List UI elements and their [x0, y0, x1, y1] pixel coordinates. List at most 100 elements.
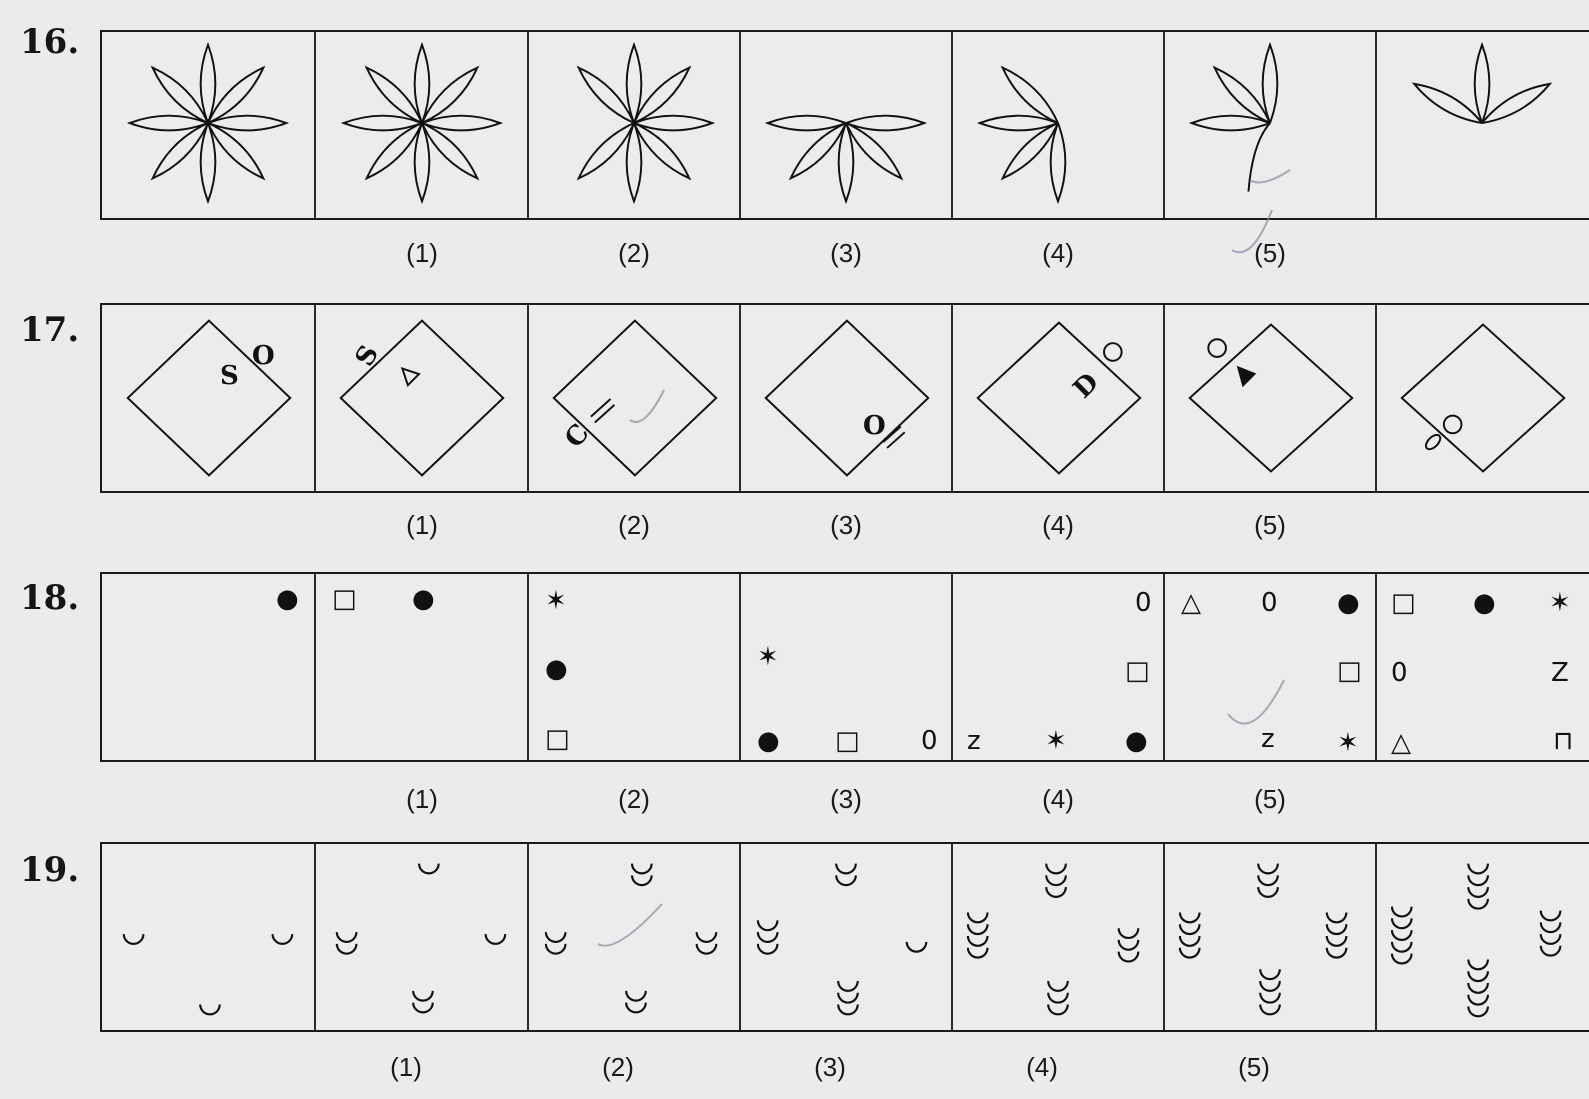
question-18-figure-strip: ● □ ● ✶ ● □ ✶ ● □ 0 0 □ z ✶ ● △ 0 ● □ z … — [100, 572, 1589, 762]
question-17-figure-strip: S O S C O D — [100, 303, 1589, 493]
square-icon: □ — [1391, 590, 1416, 616]
option-label: (4) — [1026, 1052, 1058, 1083]
q19-option-5[interactable] — [1163, 844, 1375, 1030]
option-label: (1) — [406, 510, 438, 541]
star-icon: ✶ — [545, 588, 567, 614]
q17-option-3[interactable]: O — [739, 305, 951, 491]
q17-option-1[interactable]: S — [314, 305, 527, 491]
circle-shape — [1444, 416, 1462, 434]
option-label: (5) — [1254, 510, 1286, 541]
square-icon: □ — [835, 728, 860, 754]
square-icon: □ — [1337, 658, 1362, 684]
q16-option-4[interactable] — [951, 32, 1163, 218]
q19-option-6[interactable] — [1375, 844, 1589, 1030]
leaf-shape — [1423, 432, 1442, 451]
flower-figure — [1165, 32, 1375, 218]
star-icon: ✶ — [1045, 728, 1067, 754]
filled-circle-icon: ● — [1125, 728, 1148, 754]
q16-problem-figure-1 — [102, 32, 314, 218]
filled-circle-icon: ● — [1337, 590, 1360, 616]
q16-option-5[interactable] — [1163, 32, 1375, 218]
option-label: (2) — [618, 238, 650, 269]
q16-option-2[interactable] — [527, 32, 739, 218]
zero-symbol: 0 — [1135, 590, 1152, 616]
q17-option-5[interactable] — [1163, 305, 1375, 491]
q19-option-3[interactable] — [739, 844, 951, 1030]
arc-cluster — [102, 844, 314, 1030]
option-label: (5) — [1238, 1052, 1270, 1083]
circle-shape — [1104, 343, 1122, 361]
q18-problem-figure-1: ● — [102, 574, 314, 760]
option-label: (2) — [618, 784, 650, 815]
z-symbol: z — [967, 728, 981, 754]
diamond-shape — [953, 305, 1163, 491]
letter-s: S — [220, 363, 239, 389]
diamond-shape — [102, 305, 314, 491]
star-icon: ✶ — [757, 644, 779, 670]
q18-option-5[interactable]: △ 0 ● □ z ✶ — [1163, 574, 1375, 760]
q17-option-6[interactable] — [1375, 305, 1589, 491]
flower-figure — [529, 32, 739, 218]
q16-option-3[interactable] — [739, 32, 951, 218]
q19-option-4[interactable] — [951, 844, 1163, 1030]
q18-option-1[interactable]: □ ● — [314, 574, 527, 760]
q17-problem-figure-1: S O — [102, 305, 314, 491]
q16-option-1[interactable] — [314, 32, 527, 218]
arc-cluster — [316, 844, 527, 1030]
option-label: (3) — [830, 238, 862, 269]
q18-option-3[interactable]: ✶ ● □ 0 — [739, 574, 951, 760]
question-number-17: 17. — [20, 310, 79, 350]
option-label: (4) — [1042, 510, 1074, 541]
q17-option-4[interactable]: D — [951, 305, 1163, 491]
flower-figure — [953, 32, 1163, 218]
z-symbol: Z — [1551, 660, 1569, 686]
arc-cluster — [1377, 844, 1589, 1030]
option-label: (1) — [406, 238, 438, 269]
star-icon: ✶ — [1549, 590, 1571, 616]
q16-option-6[interactable] — [1375, 32, 1589, 218]
filled-circle-icon: ● — [1473, 590, 1496, 616]
triangle-icon: △ — [1391, 730, 1411, 756]
question-16-figure-strip — [100, 30, 1589, 220]
q18-option-4[interactable]: 0 □ z ✶ ● — [951, 574, 1163, 760]
filled-triangle-icon — [1237, 366, 1257, 388]
q18-option-6[interactable]: □ ● ✶ 0 Z △ ⊓ — [1375, 574, 1589, 760]
zero-symbol: 0 — [921, 728, 938, 754]
filled-circle-icon: ● — [276, 586, 299, 612]
question-number-16: 16. — [20, 22, 79, 62]
q19-problem-figure-1 — [102, 844, 314, 1030]
flower-figure — [102, 32, 314, 218]
triangle-icon: △ — [1181, 590, 1201, 616]
square-icon: □ — [332, 586, 357, 612]
option-label: (4) — [1042, 238, 1074, 269]
square-icon: ⊓ — [1553, 728, 1573, 754]
arc-cluster — [741, 844, 951, 1030]
letter-o: O — [863, 413, 886, 439]
question-number-18: 18. — [20, 578, 79, 618]
square-icon: □ — [545, 726, 570, 752]
q18-option-2[interactable]: ✶ ● □ — [527, 574, 739, 760]
option-label: (3) — [830, 510, 862, 541]
option-label: (3) — [814, 1052, 846, 1083]
q19-option-1[interactable] — [314, 844, 527, 1030]
q17-option-2[interactable]: C — [527, 305, 739, 491]
z-symbol: z — [1261, 726, 1275, 752]
option-label: (1) — [406, 784, 438, 815]
diamond-shape — [1377, 305, 1589, 491]
diamond-shape — [316, 305, 527, 491]
question-19-figure-strip — [100, 842, 1589, 1032]
option-label: (3) — [830, 784, 862, 815]
arc-cluster — [529, 844, 739, 1030]
diamond-shape — [741, 305, 951, 491]
star-icon: ✶ — [1337, 730, 1359, 756]
letter-o: O — [252, 343, 275, 369]
flower-figure — [741, 32, 951, 218]
q19-option-2[interactable] — [527, 844, 739, 1030]
circle-shape — [1208, 339, 1226, 357]
zero-symbol: 0 — [1261, 590, 1278, 616]
diamond-shape — [529, 305, 739, 491]
square-icon: □ — [1125, 658, 1150, 684]
question-number-19: 19. — [20, 850, 79, 890]
filled-circle-icon: ● — [757, 728, 780, 754]
option-label: (1) — [390, 1052, 422, 1083]
